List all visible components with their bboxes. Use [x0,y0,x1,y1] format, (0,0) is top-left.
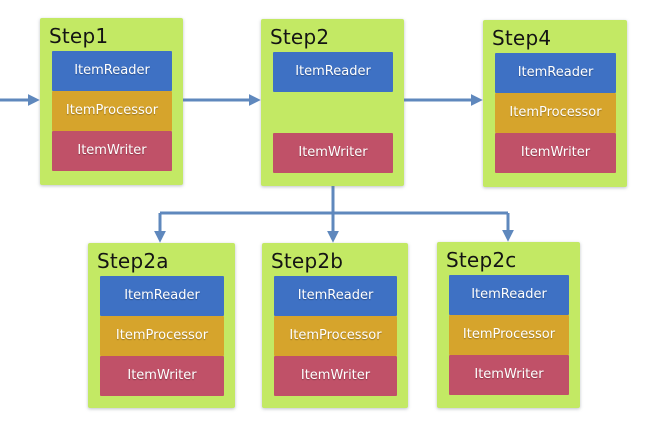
component-itemreader: ItemReader [52,51,172,91]
step-components: ItemReader ItemProcessor ItemWriter [100,276,224,396]
step-box-step2c: Step2c ItemReader ItemProcessor ItemWrit… [437,242,580,408]
step-box-step1: Step1 ItemReader ItemProcessor ItemWrite… [40,18,183,185]
component-itemreader: ItemReader [273,52,393,92]
step-title: Step2b [271,249,344,273]
component-itemprocessor: ItemProcessor [274,316,397,356]
step-title: Step2a [97,249,169,273]
component-itemwriter: ItemWriter [273,133,393,173]
step-components: ItemReader ItemWriter [273,52,393,173]
step-box-step4: Step4 ItemReader ItemProcessor ItemWrite… [483,20,627,187]
step-box-step2a: Step2a ItemReader ItemProcessor ItemWrit… [88,243,235,408]
step-title: Step4 [492,26,552,50]
step-components: ItemReader ItemProcessor ItemWriter [495,53,616,173]
step-box-step2: Step2 ItemReader ItemWriter [261,19,404,186]
step-components: ItemReader ItemProcessor ItemWriter [449,275,569,395]
component-itemreader: ItemReader [449,275,569,315]
component-itemwriter: ItemWriter [52,131,172,171]
component-gap [273,92,393,133]
component-itemprocessor: ItemProcessor [495,93,616,133]
step-components: ItemReader ItemProcessor ItemWriter [274,276,397,396]
step-title: Step2c [446,248,517,272]
step-title: Step2 [270,25,330,49]
component-itemwriter: ItemWriter [274,356,397,396]
component-itemprocessor: ItemProcessor [449,315,569,355]
step-title: Step1 [49,24,109,48]
component-itemwriter: ItemWriter [449,355,569,395]
component-itemreader: ItemReader [100,276,224,316]
component-itemprocessor: ItemProcessor [100,316,224,356]
component-itemprocessor: ItemProcessor [52,91,172,131]
step-components: ItemReader ItemProcessor ItemWriter [52,51,172,171]
component-itemreader: ItemReader [495,53,616,93]
step-box-step2b: Step2b ItemReader ItemProcessor ItemWrit… [262,243,408,408]
component-itemwriter: ItemWriter [495,133,616,173]
component-itemreader: ItemReader [274,276,397,316]
component-itemwriter: ItemWriter [100,356,224,396]
